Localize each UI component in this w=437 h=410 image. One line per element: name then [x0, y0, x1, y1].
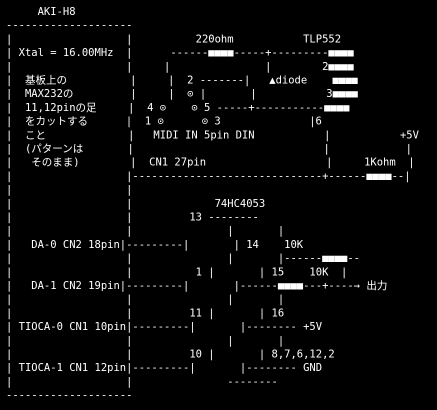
diagram-line: | DA-1 CN2 19pin|---------| |------■■■■-…	[6, 279, 387, 292]
diagram-line: | |------------------------------+------…	[6, 170, 411, 182]
diagram-line: | | --------	[6, 376, 278, 388]
diagram-line: | | 13 --------	[6, 212, 259, 224]
diagram-line: | MAX232の | | ⊙ | | 3■■■■	[6, 88, 359, 100]
diagram-line: --------------------	[6, 390, 132, 402]
diagram-line: | | 1 | | 15 10K |	[6, 266, 347, 278]
diagram-line: AKI-H8	[6, 6, 76, 18]
diagram-line: | 基板上の | | 2 -------| ▲diode ■■■■	[6, 74, 358, 87]
diagram-line: | (パターンは | | |	[6, 143, 412, 155]
diagram-line: | | 220ohm TLP552	[6, 33, 341, 45]
diagram-line: | | | |------■■■■--	[6, 253, 360, 265]
diagram-line: | そのまま) | CN1 27pin | 1Kohm |	[6, 157, 415, 169]
diagram-line: | TIOCA-0 CN1 10pin|---------| |--------…	[6, 321, 323, 333]
ascii-lines: AKI-H8--------------------| | 220ohm TLP…	[6, 6, 420, 402]
diagram-line: | |	[6, 184, 132, 196]
diagram-line: | 11,12pinの足 | 4 ⊙ ⊙ 5 -----+-----------…	[6, 102, 350, 114]
diagram-line: | | 10 | | 8,7,6,12,2	[6, 349, 335, 361]
diagram-line: | こと | MIDI IN 5pin DIN | +5V	[6, 129, 420, 141]
diagram-line: | をカットする | 1 ⊙ ⊙ 3 |6	[6, 116, 322, 128]
diagram-line: | DA-0 CN2 18pin|---------| | 14 10K	[6, 239, 304, 251]
diagram-line: --------------------	[6, 20, 132, 32]
diagram-line: | | 74HC4053	[6, 198, 265, 210]
diagram-line: | | | |	[6, 335, 284, 347]
diagram-line: | TIOCA-1 CN1 12pin|---------| |--------…	[6, 362, 322, 374]
diagram-line: | | 11 | | 16	[6, 307, 284, 319]
diagram-line: | Xtal = 16.00MHz | ------■■■■-----+----…	[6, 47, 354, 59]
diagram-line: | | | |	[6, 225, 284, 237]
diagram-line: | | | |	[6, 294, 284, 306]
diagram-line: | | | | 2■■■■	[6, 61, 354, 73]
